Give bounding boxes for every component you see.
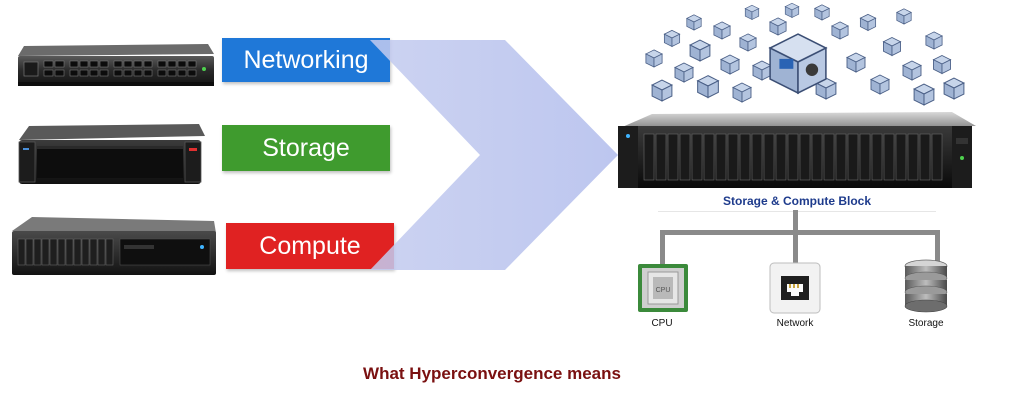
convergence-chevron-arrow xyxy=(370,40,618,270)
cpu-label: CPU xyxy=(651,318,673,329)
svg-text:CPU: CPU xyxy=(656,287,671,294)
network-port-icon xyxy=(769,262,821,314)
compute-label: Compute xyxy=(226,223,394,269)
virtual-machine-cloud xyxy=(645,2,965,106)
storage-compute-block-label: Storage & Compute Block xyxy=(658,191,936,212)
resource-connector-lines xyxy=(660,210,940,268)
storage-resource-label: Storage xyxy=(908,318,944,329)
cpu-icon: CPU xyxy=(638,264,688,312)
converged-server-image xyxy=(618,112,976,188)
storage-array-image xyxy=(18,124,205,184)
diagram-caption: What Hyperconvergence means xyxy=(363,364,621,383)
storage-label: Storage xyxy=(222,125,390,171)
network-label: Network xyxy=(776,318,814,329)
database-storage-icon xyxy=(904,259,948,313)
network-switch-image xyxy=(18,44,214,86)
rack-server-image xyxy=(12,217,216,275)
networking-label: Networking xyxy=(222,38,390,82)
